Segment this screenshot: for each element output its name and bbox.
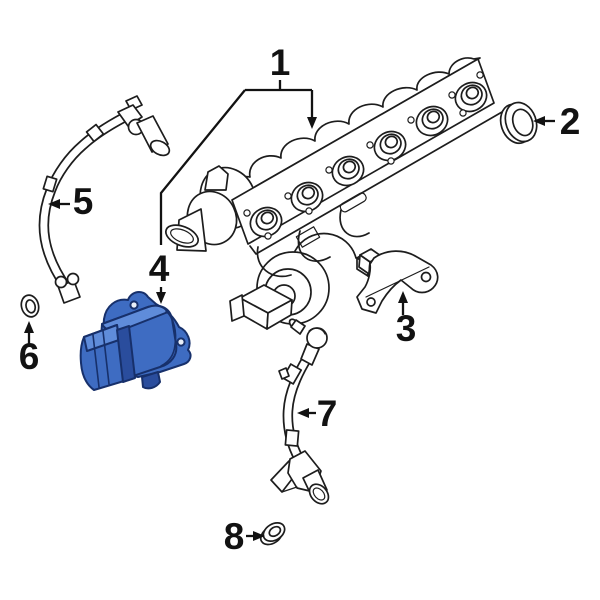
tube-collar	[42, 175, 58, 193]
cast-slot	[295, 226, 321, 248]
part-5-oil-feed-line[interactable]	[38, 95, 172, 304]
callout-8-label: 8	[224, 516, 245, 557]
bracket-bolt-hole	[420, 271, 432, 283]
actuator-mount-hole	[129, 300, 139, 310]
callout-3[interactable]: 3	[396, 291, 417, 349]
callout-7-label: 7	[317, 393, 338, 434]
seal-ring-hole	[268, 525, 282, 538]
tube-collar	[85, 123, 105, 143]
scroll-arc	[294, 232, 357, 259]
actuator-nub	[141, 371, 161, 390]
callout-5[interactable]: 5	[48, 181, 94, 222]
exhaust-port	[331, 155, 365, 187]
cast-slot	[339, 192, 367, 213]
runner-bulges	[256, 209, 370, 278]
actuator-step-band	[116, 325, 136, 383]
part-6-seal-ring[interactable]	[19, 293, 41, 319]
callout-3-label: 3	[396, 308, 417, 349]
callout-2-label: 2	[560, 101, 581, 142]
part-8-seal-ring[interactable]	[257, 519, 289, 548]
callout-7[interactable]: 7	[297, 393, 338, 434]
callout-6[interactable]: 6	[19, 321, 40, 377]
exhaust-port	[415, 105, 449, 137]
part-7-oil-return-line[interactable]	[270, 318, 332, 508]
flange-plate-thickness	[249, 111, 503, 255]
exhaust-port	[454, 81, 488, 113]
seal-ring-hole	[25, 299, 37, 314]
callout-1[interactable]: 1	[159, 42, 317, 245]
manifold-body-silhouette	[228, 57, 481, 203]
callout-4[interactable]: 4	[149, 248, 170, 304]
exhaust-port	[290, 181, 324, 213]
callout-2[interactable]: 2	[533, 101, 581, 142]
banjo-ball-fitting	[306, 327, 328, 349]
exhaust-port	[249, 206, 283, 238]
callout-8[interactable]: 8	[224, 516, 265, 557]
callout-1-label: 1	[270, 42, 291, 83]
callout-4-label: 4	[149, 248, 170, 289]
actuator-mount-hole	[176, 337, 186, 347]
sensor-boss	[204, 165, 229, 191]
callout-5-label: 5	[73, 181, 94, 222]
part-1-exhaust-manifold-turbocharger[interactable]	[163, 57, 503, 330]
callout-1-leader	[159, 80, 312, 245]
callout-6-label: 6	[19, 336, 40, 377]
tube-band	[284, 429, 300, 447]
part-4-actuator-highlighted[interactable]	[79, 291, 192, 391]
part-2-gasket-ring[interactable]	[495, 98, 542, 148]
exhaust-port	[373, 130, 407, 162]
compressor-inlet-face	[164, 224, 200, 248]
outlet-flange-right	[266, 299, 293, 330]
part-3-support-bracket[interactable]	[356, 248, 439, 314]
flange-bolt-holes	[243, 71, 484, 240]
gasket-ring-hole	[511, 108, 534, 137]
bracket-bolt-hole	[366, 297, 376, 307]
